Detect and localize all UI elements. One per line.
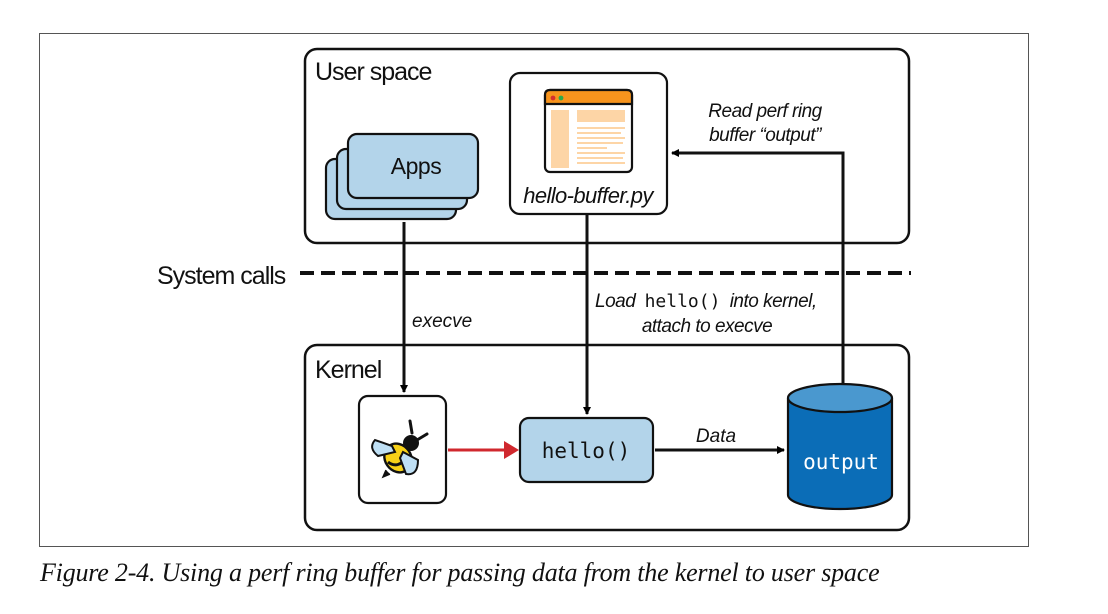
python-script-icon (543, 88, 634, 174)
hello-function-node: hello() (518, 416, 655, 484)
ebpf-bee-icon (371, 419, 429, 479)
load-label-line2: attach to execve (642, 316, 772, 337)
kernel-label: Kernel (315, 356, 381, 384)
read-label-line2: buffer “output” (709, 125, 823, 146)
load-label-line1: Load hello() into kernel, (595, 291, 817, 312)
execve-label: execve (412, 311, 472, 332)
kernel-region (303, 343, 911, 532)
user-space-region (303, 47, 911, 245)
load-label-text-2: into kernel, (730, 291, 817, 312)
attach-arrowhead (504, 441, 519, 459)
user-space-label: User space (315, 58, 432, 86)
apps-label: Apps (391, 153, 441, 179)
ebpf-node (357, 394, 448, 505)
data-label: Data (696, 426, 736, 447)
output-buffer-node: output (786, 382, 894, 511)
hello-buffer-label: hello-buffer.py (523, 183, 655, 208)
load-label-text: Load (595, 291, 637, 312)
apps-node: Apps (324, 132, 480, 221)
read-label-line1: Read perf ring (708, 101, 822, 122)
figure-caption: Figure 2-4. Using a perf ring buffer for… (40, 558, 880, 587)
read-arrow (671, 149, 845, 384)
hello-function-label: hello() (542, 439, 631, 463)
output-label: output (803, 450, 879, 474)
system-calls-label: System calls (157, 262, 286, 290)
hello-buffer-node: hello-buffer.py (508, 71, 669, 216)
load-label-code: hello() (645, 291, 721, 312)
